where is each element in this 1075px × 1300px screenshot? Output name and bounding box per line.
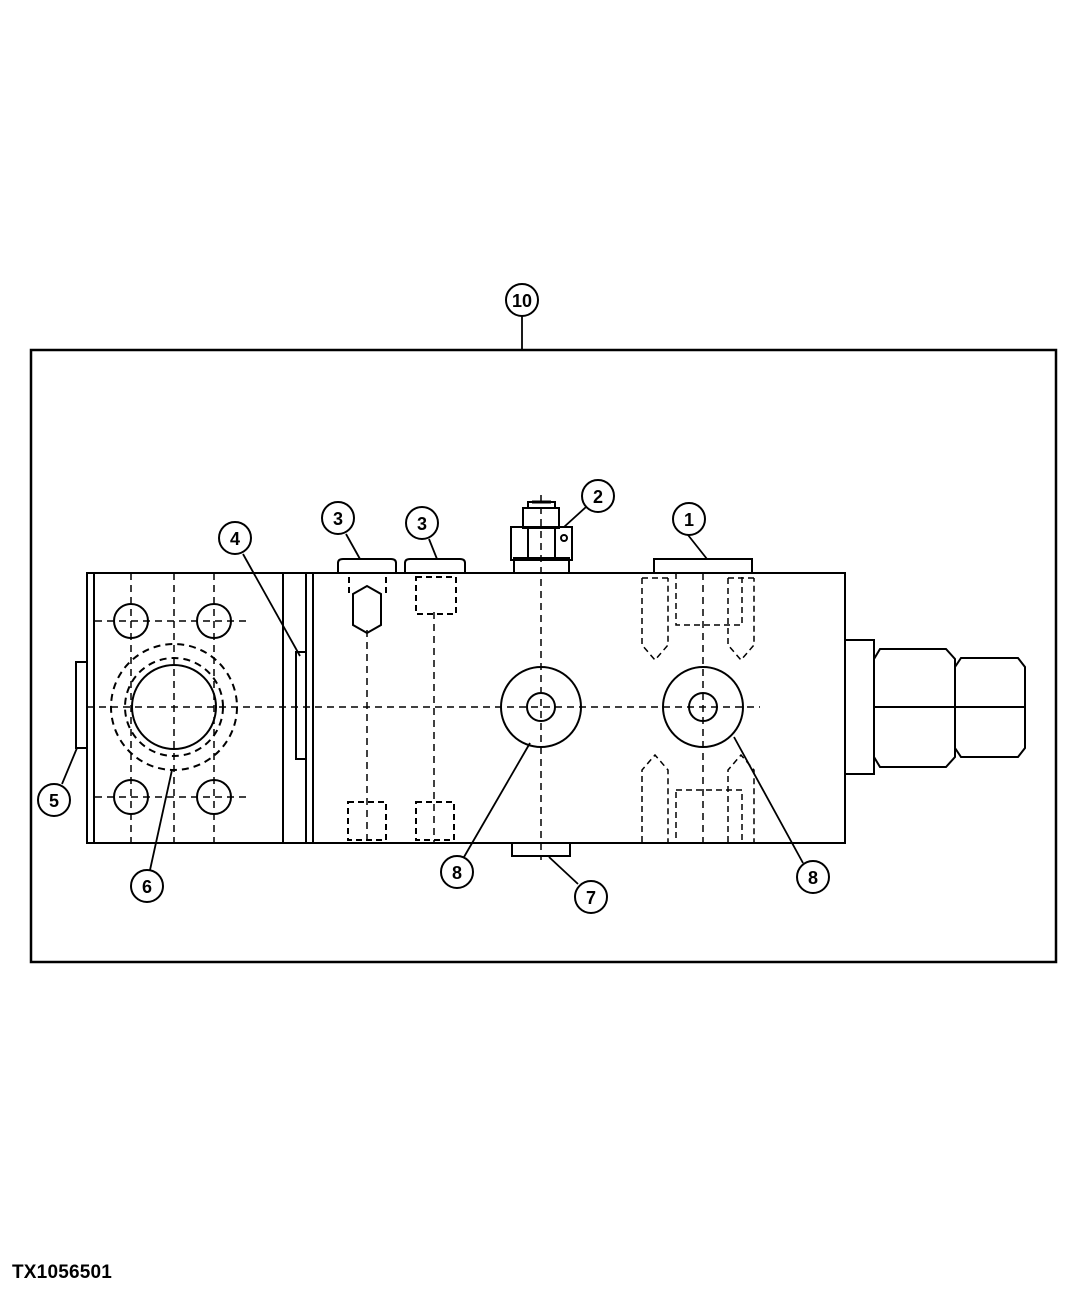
callout-8-center: 8 <box>440 855 474 889</box>
callout-2: 2 <box>581 479 615 513</box>
relief-valve <box>510 500 573 574</box>
end-plug <box>75 661 88 749</box>
svg-text:4: 4 <box>230 529 240 549</box>
callout-8-right: 8 <box>796 860 830 894</box>
seal <box>295 651 307 760</box>
callout-6: 6 <box>130 869 164 903</box>
valve-body <box>86 572 846 844</box>
bottom-plug <box>511 842 571 857</box>
svg-text:7: 7 <box>586 888 596 908</box>
svg-text:5: 5 <box>49 791 59 811</box>
figure-id: TX1056501 <box>12 1262 113 1283</box>
assembly-frame <box>29 348 1058 964</box>
hidden-bolt-holes <box>641 572 755 844</box>
check-valve-right <box>662 666 744 748</box>
svg-text:10: 10 <box>512 291 532 311</box>
centerlines <box>87 495 760 860</box>
svg-text:8: 8 <box>452 863 462 883</box>
callout-5: 5 <box>37 783 71 817</box>
svg-text:3: 3 <box>417 514 427 534</box>
svg-text:1: 1 <box>684 510 694 530</box>
callout-4: 4 <box>218 521 252 555</box>
svg-text:6: 6 <box>142 877 152 897</box>
callout-1: 1 <box>672 502 706 536</box>
fitting-assembly <box>844 639 1026 775</box>
leader-lines <box>61 316 804 885</box>
cover-plate <box>653 558 753 574</box>
svg-text:8: 8 <box>808 868 818 888</box>
top-plug-right <box>404 558 466 841</box>
svg-text:3: 3 <box>333 509 343 529</box>
svg-text:2: 2 <box>593 487 603 507</box>
callout-10: 10 <box>505 283 539 317</box>
top-plug-left <box>337 558 397 841</box>
callout-3-left: 3 <box>321 501 355 535</box>
callout-3-right: 3 <box>405 506 439 540</box>
callout-7: 7 <box>574 880 608 914</box>
check-valve-center <box>500 666 582 748</box>
